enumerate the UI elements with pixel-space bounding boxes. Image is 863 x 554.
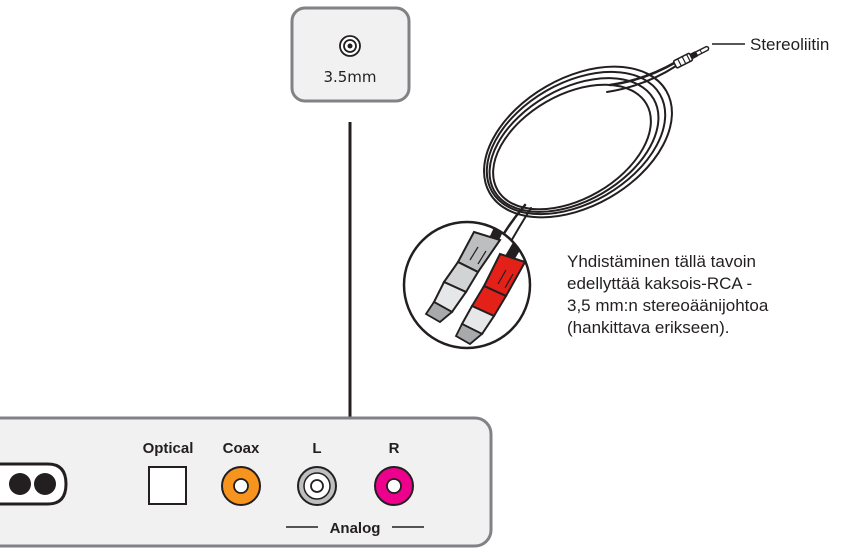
rca-plug-red [454, 252, 527, 346]
rear-panel: Optical Coax L R Analog [0, 416, 493, 548]
optical-port [148, 466, 187, 505]
cable-lead-plug [608, 60, 678, 87]
jack-label: 3.5mm [323, 68, 376, 86]
right-channel-label: R [389, 440, 400, 457]
coax-label: Coax [223, 440, 260, 457]
stereo-cable [483, 60, 678, 253]
left-channel-port [297, 466, 337, 506]
note-line: edellyttää kaksois-RCA - [567, 274, 753, 293]
plug-label: Stereoliitin [750, 35, 829, 54]
audio-jack-icon [339, 35, 361, 57]
cable-coil [483, 65, 673, 219]
left-channel-label: L [312, 440, 321, 457]
note-line: (hankittava erikseen). [567, 318, 730, 337]
power-connector-icon [0, 462, 68, 506]
optical-label: Optical [143, 440, 194, 457]
stereo-plug [672, 45, 710, 69]
note-line: 3,5 mm:n stereoäänijohtoa [567, 296, 769, 315]
coax-port [221, 466, 261, 506]
note-line: Yhdistäminen tällä tavoin [567, 252, 757, 271]
analog-group-label: Analog [330, 520, 381, 537]
rca-plug-white [424, 230, 502, 324]
cable-requirement-note: Yhdistäminen tällä tavoin edellyttää kak… [567, 251, 857, 339]
right-channel-port [374, 466, 414, 506]
rca-plugs-magnifier [402, 220, 532, 350]
jack-box: 3.5mm [290, 6, 411, 103]
